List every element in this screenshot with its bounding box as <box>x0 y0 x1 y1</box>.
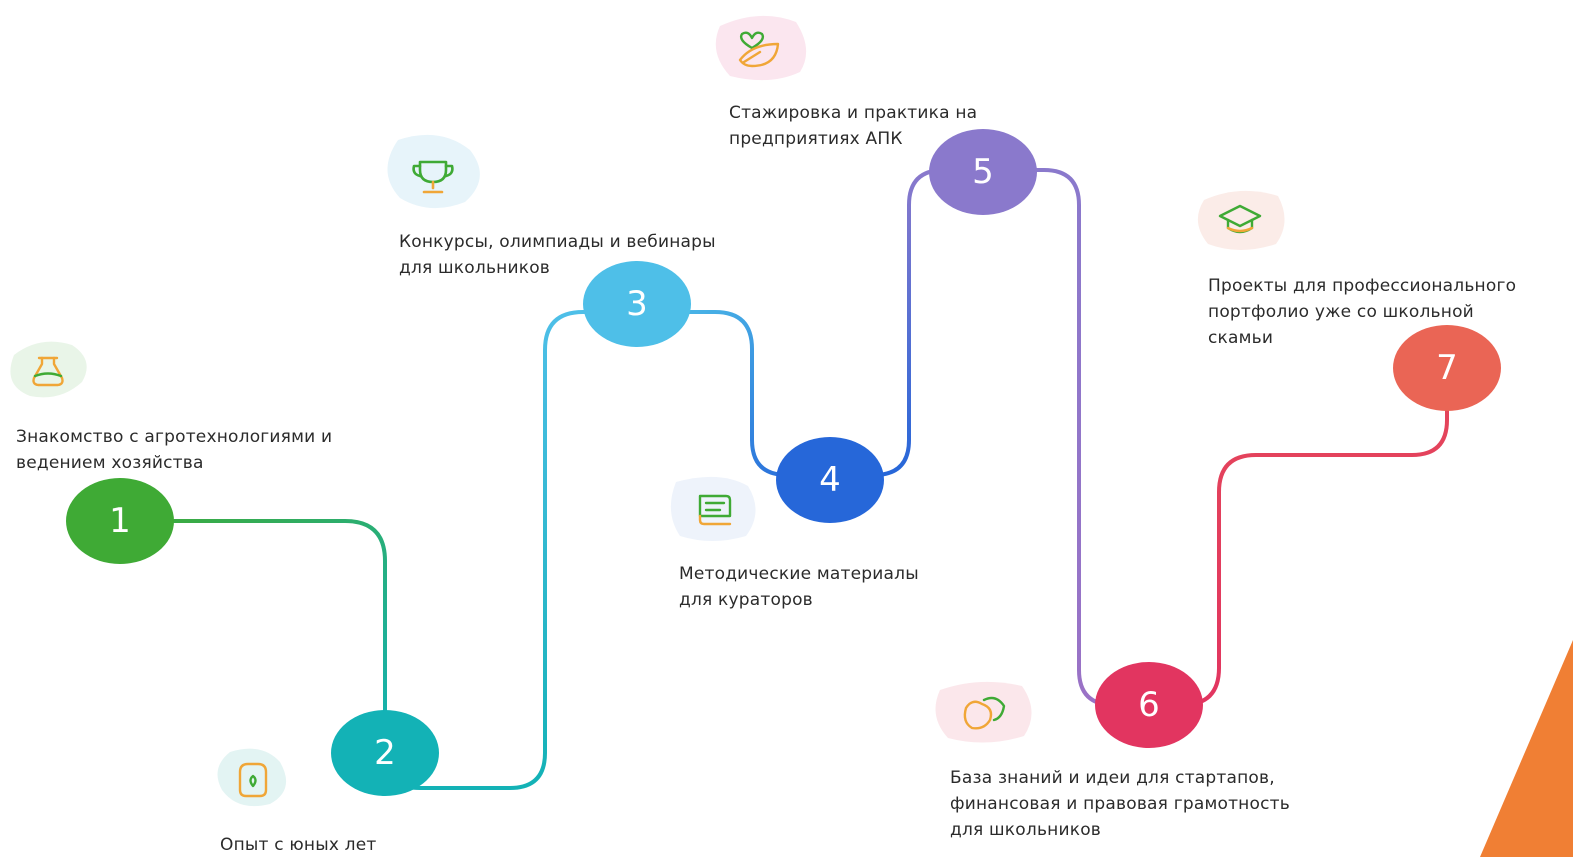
icon-blob <box>715 15 807 81</box>
step-1-label: Знакомство с агротехнологиями и ведением… <box>16 427 333 473</box>
step-1-circle <box>66 478 174 564</box>
icon-trophy-group <box>387 134 480 209</box>
step-4-node: 4 <box>776 437 884 523</box>
step-6-circle <box>1095 662 1203 748</box>
icon-blob <box>935 681 1032 743</box>
icon-graduation-cap-group <box>1197 190 1285 250</box>
step-6-label: База знаний и идеи для стартапов, финанс… <box>950 768 1290 840</box>
icon-leaf-heart-group <box>715 15 807 81</box>
step-3-node: 3 <box>583 261 691 347</box>
connector-1-2 <box>118 519 387 755</box>
step-3-circle <box>583 261 691 347</box>
connector-3-4 <box>635 310 832 477</box>
step-2-node: 2 <box>331 710 439 796</box>
step-2-label: Опыт с юных лет <box>220 835 377 855</box>
ideas-icon <box>963 696 1006 730</box>
step-7-node: 7 <box>1393 325 1501 411</box>
step-5-circle <box>929 129 1037 215</box>
step-4-label: Методические материалы для кураторов <box>679 564 919 610</box>
icon-flask-group <box>10 341 87 398</box>
graduation-cap-icon <box>1218 204 1262 234</box>
icon-blob <box>1197 190 1285 250</box>
corner-accent-shape <box>1480 640 1573 857</box>
step-7-number: 7 <box>1436 348 1458 388</box>
connector-6-7 <box>1147 366 1449 707</box>
step-6-number: 6 <box>1138 685 1160 725</box>
step-5-label: Стажировка и практика на предприятиях АП… <box>729 103 978 149</box>
connector-4-5 <box>828 168 985 477</box>
step-5-number: 5 <box>972 152 994 192</box>
step-4-number: 4 <box>819 460 841 500</box>
icon-book-group <box>670 476 756 541</box>
step-5-node: 5 <box>929 129 1037 215</box>
step-1-number: 1 <box>109 501 131 541</box>
icon-blob <box>387 134 480 209</box>
step-7-label: Проекты для профессионального портфолио … <box>1208 276 1517 348</box>
step-6-node: 6 <box>1095 662 1203 748</box>
book-icon <box>698 494 732 526</box>
connector-2-3 <box>383 310 639 790</box>
step-3-number: 3 <box>626 284 648 324</box>
connector-5-6 <box>981 168 1151 707</box>
sprout-pot-icon <box>238 762 268 798</box>
icon-sprout-pot-group <box>217 748 287 807</box>
step-4-circle <box>776 437 884 523</box>
step-2-circle <box>331 710 439 796</box>
step-3-label: Конкурсы, олимпиады и вебинары для школь… <box>399 232 716 278</box>
step-7-circle <box>1393 325 1501 411</box>
icon-blob <box>10 341 87 398</box>
flask-icon <box>32 356 64 387</box>
leaf-heart-icon <box>738 31 780 68</box>
step-1-node: 1 <box>66 478 174 564</box>
trophy-icon <box>412 160 454 194</box>
icon-ideas-group <box>935 681 1032 743</box>
step-2-number: 2 <box>374 733 396 773</box>
